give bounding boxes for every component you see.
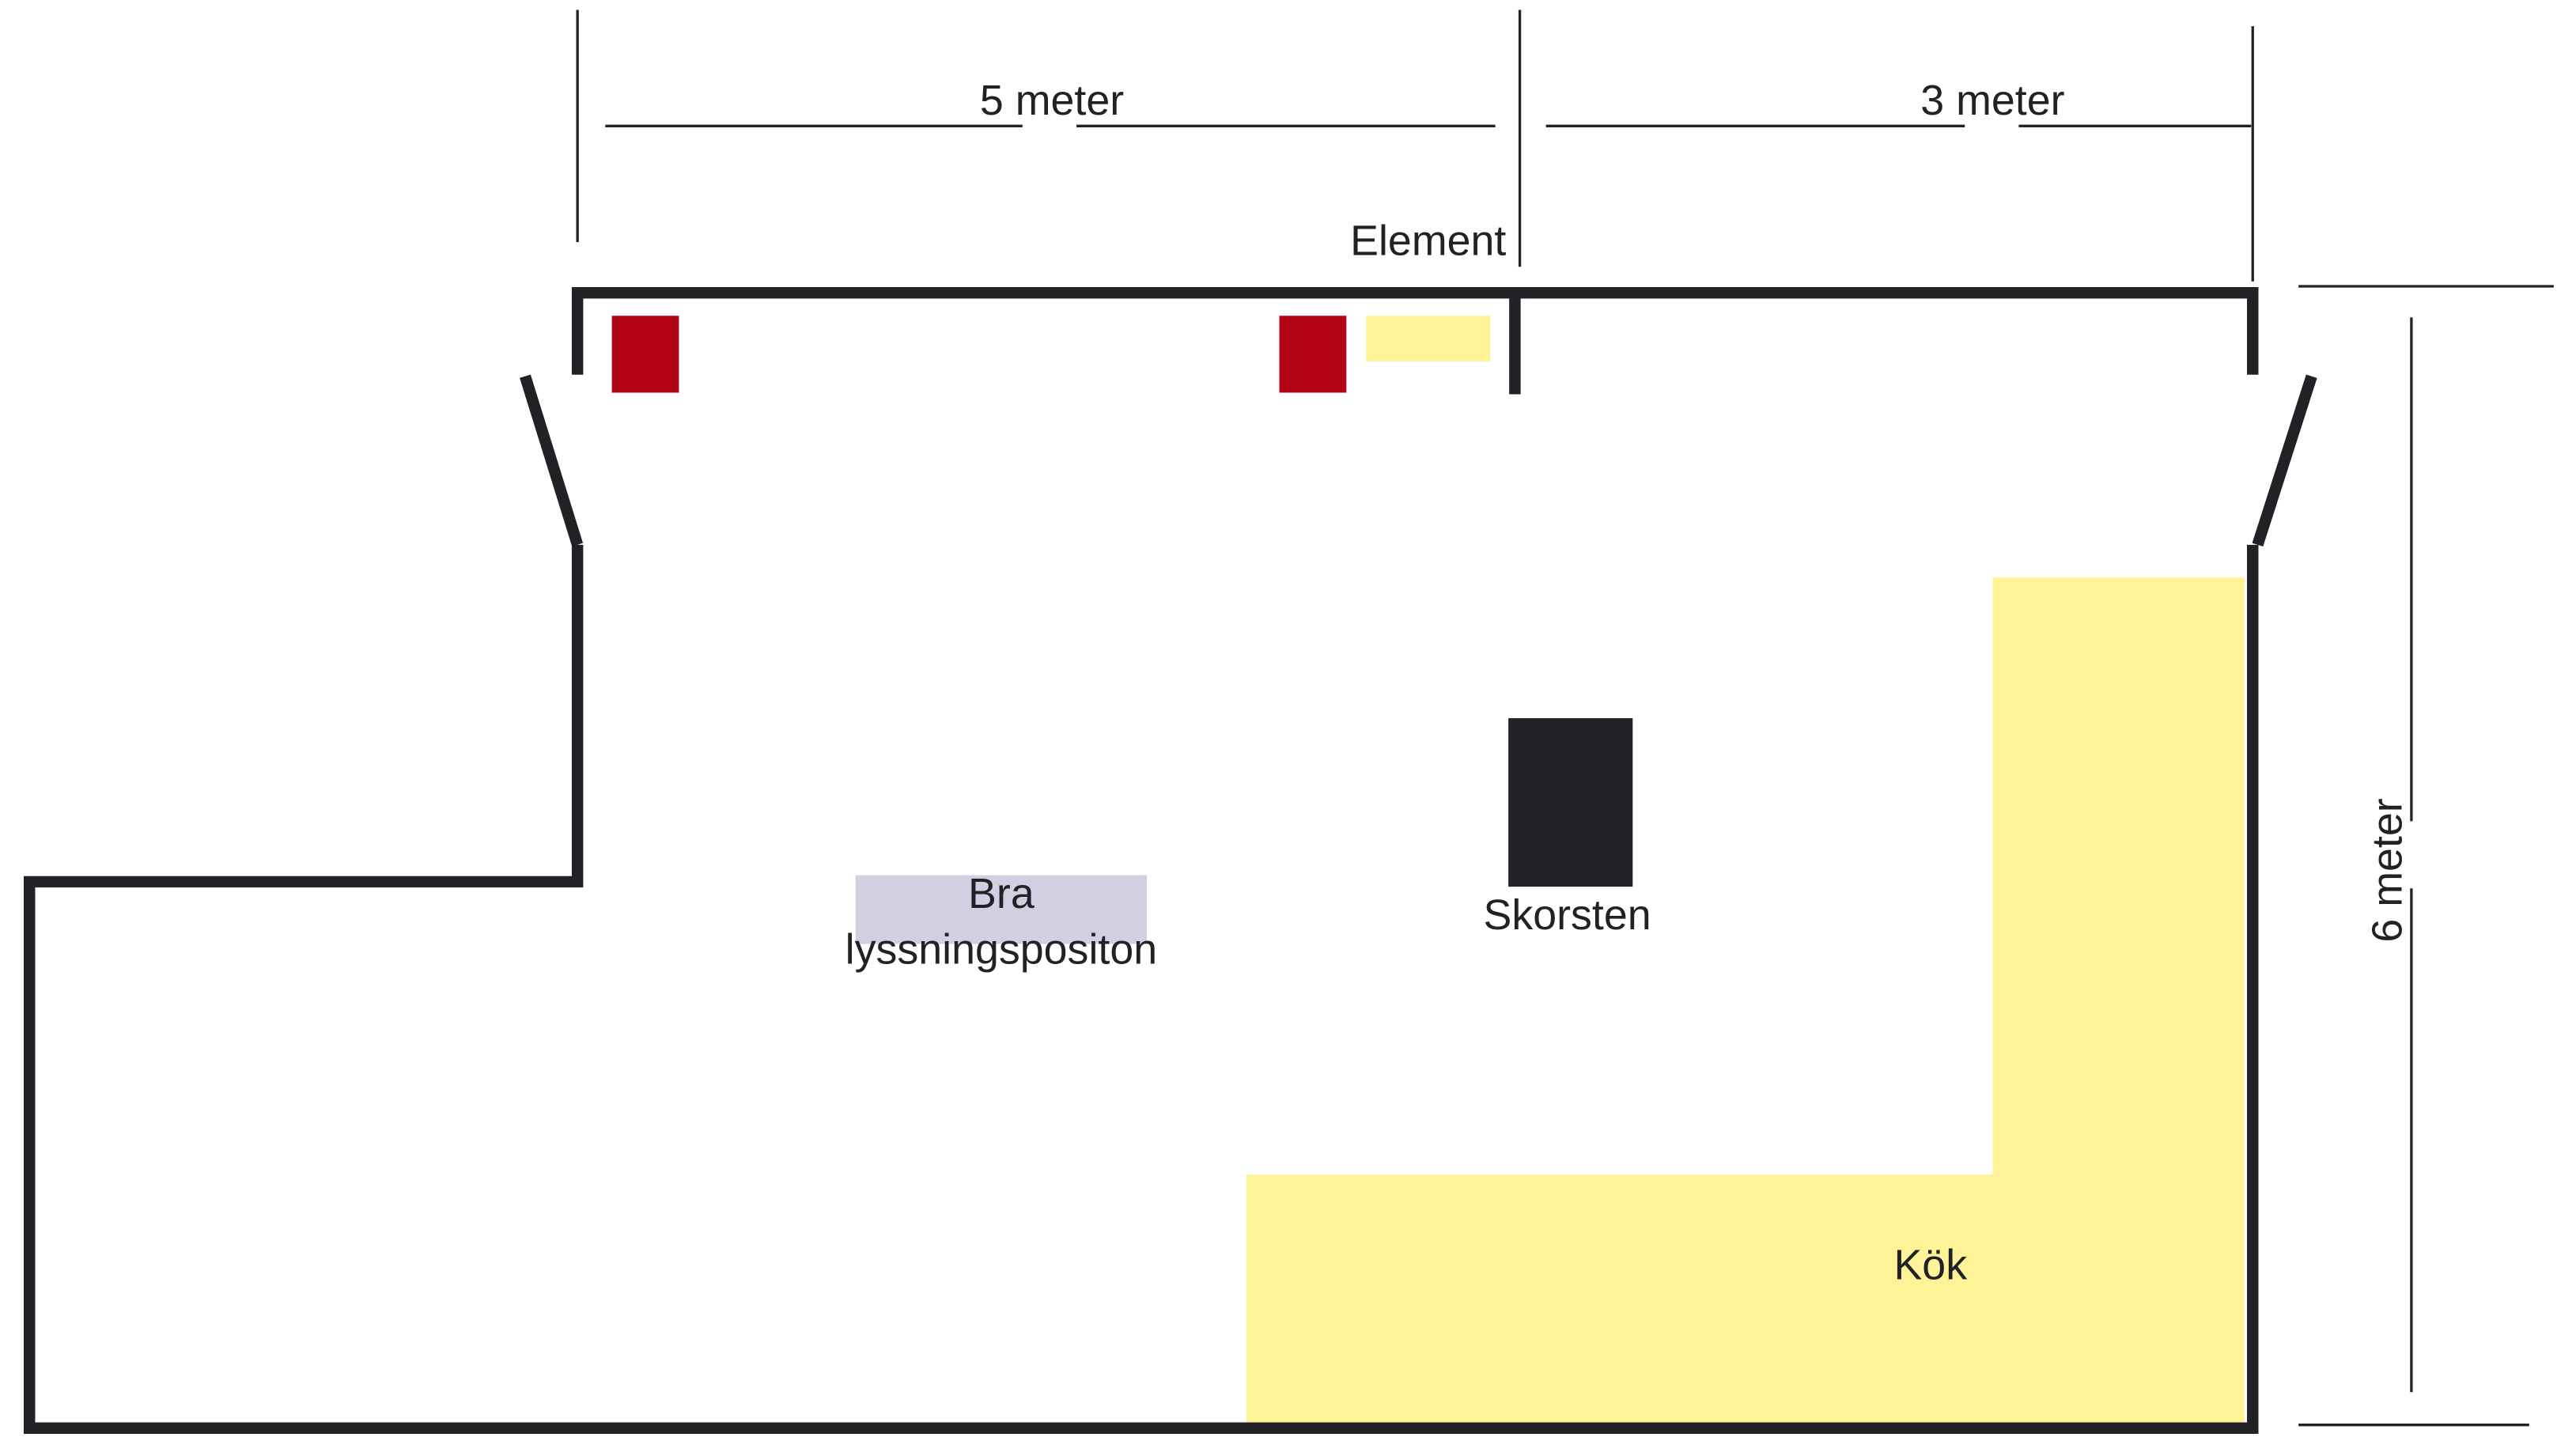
height-label: 6 meter xyxy=(2363,798,2411,942)
listening-label-line1: Bra xyxy=(968,870,1035,917)
kitchen-area xyxy=(1246,577,2245,1427)
width-left-label: 5 meter xyxy=(980,77,1124,124)
speaker-left xyxy=(611,316,679,393)
chimney xyxy=(1508,718,1633,887)
kitchen-label: Kök xyxy=(1893,1242,1967,1289)
speaker-right xyxy=(1279,316,1347,393)
listening-position xyxy=(855,875,1147,944)
walls xyxy=(23,287,2317,1435)
chimney-label: Skorsten xyxy=(1483,891,1651,939)
dimension-lines xyxy=(576,9,2554,1427)
width-right-label: 3 meter xyxy=(1920,77,2064,124)
listening-label-line2: lyssningspositon xyxy=(845,925,1158,973)
radiator xyxy=(1366,316,1491,362)
radiator-label: Element xyxy=(1350,217,1506,265)
